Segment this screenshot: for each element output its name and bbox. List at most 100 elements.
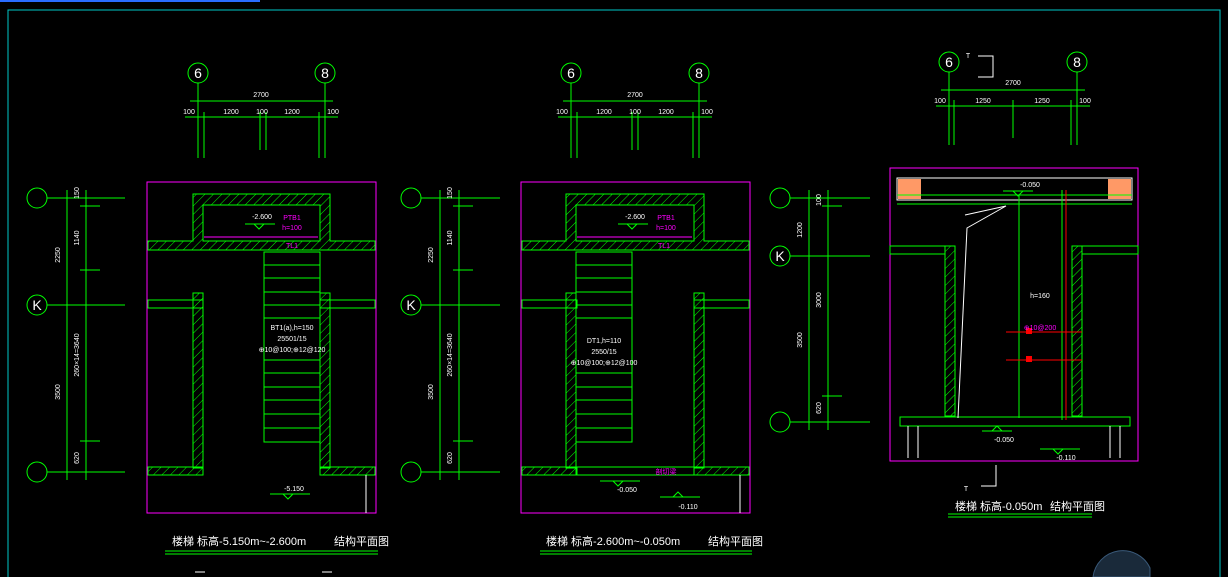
stair-flight[interactable] (263, 251, 321, 443)
vdim: 2250 (428, 247, 435, 263)
vdim: 1140 (74, 230, 81, 245)
stair-steps: 2550/15 (591, 349, 616, 356)
section-symbol (978, 55, 994, 78)
dim-part: 1200 (596, 109, 612, 116)
vdim: 620 (816, 402, 823, 414)
dim-part: 1250 (975, 98, 991, 105)
dim-part: 1250 (1034, 98, 1050, 105)
stair-rebar: ⊕10@100;⊕12@120 (259, 347, 326, 354)
vdim: 620 (74, 452, 81, 464)
dim-part: 100 (1079, 98, 1091, 105)
ptb-label: PTB1 (657, 215, 675, 222)
dim-total: 2700 (253, 92, 269, 99)
elev-symbol (245, 223, 275, 230)
elev-low: -0.110 (678, 504, 697, 511)
vdim: 3500 (797, 332, 804, 348)
stair-flight[interactable] (575, 251, 633, 443)
wall-left (889, 245, 946, 255)
axis-label-8: 8 (1073, 54, 1081, 70)
wall-right-bottom (319, 466, 376, 476)
wall-right-hatch (319, 292, 331, 469)
bottom-beam (899, 416, 1131, 427)
section-mark: T (966, 53, 971, 60)
elev-landing: -2.600 (625, 214, 645, 221)
plan-outline[interactable] (520, 181, 751, 514)
stair-opening (957, 205, 1007, 419)
navigation-wheel[interactable] (1092, 550, 1151, 577)
rebar-marker (1026, 328, 1032, 334)
dim-part: 100 (256, 109, 268, 116)
landing-wall (521, 193, 750, 251)
axis-label-6: 6 (567, 65, 575, 81)
slab-fill-right (1108, 179, 1131, 199)
dim-part: 100 (183, 109, 195, 116)
dim-part: 1200 (223, 109, 239, 116)
ptb-label: PTB1 (283, 215, 301, 222)
elev-top: -0.050 (1020, 182, 1040, 189)
top-slab (896, 177, 1133, 201)
vdim: 1200 (797, 222, 804, 238)
rebar-marker (1026, 356, 1032, 362)
axis-label-K: K (775, 248, 785, 264)
vdim: 150 (74, 187, 81, 199)
dim-part: 1200 (284, 109, 300, 116)
ptb-h: h=100 (656, 225, 676, 232)
wall-left-hatch (565, 292, 577, 469)
vdim: 100 (816, 194, 823, 206)
axis-label-6: 6 (194, 65, 202, 81)
plan-2: 6 8 2700 100 1200 100 1200 100 K 150 114… (400, 62, 763, 555)
elev-landing: -2.600 (252, 214, 272, 221)
elev-symbol (982, 425, 1012, 432)
dim-part: 1200 (658, 109, 674, 116)
axis-bubble-blank[interactable] (769, 187, 791, 209)
axis-label-K: K (406, 297, 416, 313)
axis-bubble-blank[interactable] (769, 411, 791, 433)
slab-fill-left (898, 179, 921, 199)
elev-symbol (270, 493, 310, 500)
viewport-frame (7, 9, 1221, 577)
stair-spec: BT1(a),h=150 (271, 325, 314, 332)
vdim: 3000 (816, 292, 823, 308)
elev-bottom: -5.150 (284, 486, 304, 493)
landing-wall (147, 193, 376, 251)
vdim: 260×14=3640 (74, 333, 81, 376)
rebar-note: h=160 (1030, 293, 1050, 300)
vdim: 3500 (55, 384, 62, 400)
stair-rebar: ⊕10@100;⊕12@100 (571, 360, 638, 367)
rebar-tag: ⊕10@200 (1024, 325, 1057, 332)
tl-label: TL1 (286, 243, 298, 250)
axis-label-K: K (32, 297, 42, 313)
dim-part: 100 (934, 98, 946, 105)
plan-title: 楼梯 标高-0.050m (955, 499, 1042, 513)
mid-tag: 剖切梁 (656, 467, 677, 476)
elev-mid: -0.050 (617, 487, 637, 494)
section-symbol (981, 465, 997, 487)
plan-title-right: 结构平面图 (1050, 499, 1105, 513)
axis-bubble-blank[interactable] (400, 461, 422, 483)
wall-left-hatch (944, 245, 956, 417)
elev-symbol (618, 223, 648, 230)
plan-outline[interactable] (889, 167, 1139, 462)
vdim: 150 (447, 187, 454, 199)
plan-1: 6 8 2700 100 1200 100 1200 100 K 150 114… (26, 62, 389, 555)
ptb-h: h=100 (282, 225, 302, 232)
vdim: 3500 (428, 384, 435, 400)
wall-right (1081, 245, 1139, 255)
elev-symbol (1040, 448, 1080, 455)
wall-left-hatch (192, 292, 204, 469)
dim-part: 100 (556, 109, 568, 116)
wall-right-bottom (693, 466, 750, 476)
dim-part: 100 (701, 109, 713, 116)
axis-bubble-blank[interactable] (400, 187, 422, 209)
axis-bubble-blank[interactable] (26, 187, 48, 209)
wall-left-bottom (521, 466, 578, 476)
plan-outline[interactable] (146, 181, 377, 514)
axis-bubble-blank[interactable] (26, 461, 48, 483)
vdim: 1140 (447, 230, 454, 245)
axis-label-8: 8 (321, 65, 329, 81)
wall-left (521, 299, 578, 309)
mid-beam (575, 466, 695, 476)
wall-right-hatch (693, 292, 705, 469)
tl-label: TL1 (658, 243, 670, 250)
